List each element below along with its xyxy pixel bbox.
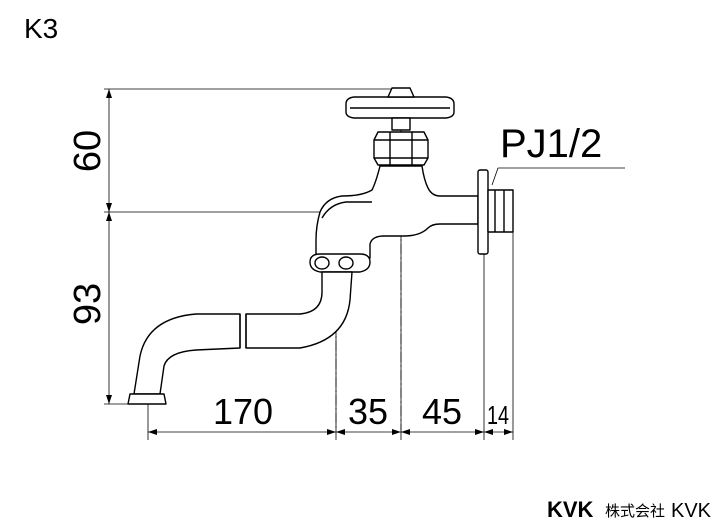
horizontal-dimension: [148, 429, 513, 435]
dim-height-lower: 93: [67, 283, 109, 325]
extension-lines: [104, 88, 514, 440]
dim-length-45: 45: [422, 391, 462, 432]
vertical-dimension: [106, 89, 112, 404]
faucet-body: [127, 87, 514, 405]
dim-length-170: 170: [213, 391, 273, 432]
dim-length-14: 14: [487, 400, 509, 430]
company-prefix: 株式会社: [605, 503, 665, 520]
company-name: KVK: [671, 500, 712, 522]
model-code: K3: [24, 13, 58, 44]
thread-label: PJ1/2: [500, 122, 602, 166]
dim-height-upper: 60: [67, 130, 109, 172]
brand-logo: KVK: [547, 497, 594, 522]
dim-length-35: 35: [348, 391, 388, 432]
